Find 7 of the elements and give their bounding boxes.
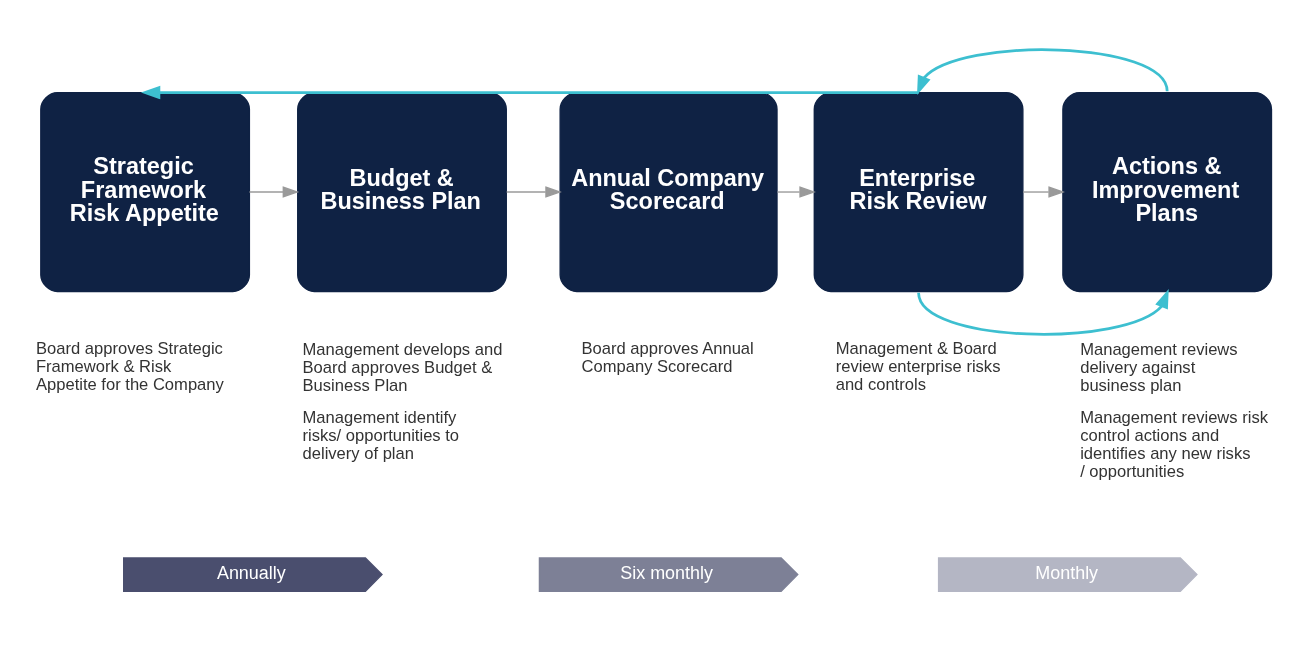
node-label: Management identify risks/ opportunities to delivery of plan xyxy=(302,407,460,463)
node-label: Board approves Annual Company Scorecard xyxy=(581,338,754,376)
node-label: Management & Board review enterprise risks and controls xyxy=(835,338,1001,394)
node-label: Management develops and Board approves Budget & Business Plan xyxy=(302,340,503,396)
node-label: Management reviews risk control actions and identifies any new risks / opportunities xyxy=(1080,407,1268,481)
node-label: Board approves Strategic Framework & Risk Appetite for the Company xyxy=(35,338,224,394)
node-label: Management reviews delivery against business plan xyxy=(1080,340,1238,396)
